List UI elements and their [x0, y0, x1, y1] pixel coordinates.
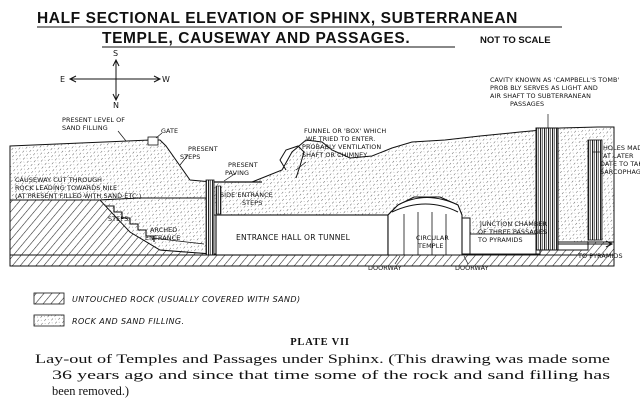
- doorway-2-leader: [463, 255, 469, 265]
- caption-line-3: been removed.): [52, 384, 129, 398]
- label-steps: STEPS: [108, 215, 128, 223]
- leader-lines: [117, 114, 600, 265]
- compass-east-label: E: [60, 75, 65, 84]
- legend-label-rock: UNTOUCHED ROCK (USUALLY COVERED WITH SAN…: [72, 295, 301, 304]
- circular-temple: [387, 197, 463, 256]
- campbells-tomb-shaft: [535, 127, 559, 251]
- not-to-scale-note: NOT TO SCALE: [480, 35, 551, 46]
- funnel-leader: [295, 161, 307, 171]
- label-doorway-1: DOORWAY: [368, 264, 402, 272]
- caption-line-1: Lay-out of Temples and Passages under Sp…: [35, 352, 611, 366]
- gate-structure: [147, 136, 159, 146]
- arched-entrance-leader: [151, 237, 205, 245]
- sarcophagi-holes: [587, 139, 603, 241]
- compass-west-label: W: [162, 75, 170, 84]
- compass-west-arrowhead: [68, 75, 77, 83]
- compass-south-arrowhead: [112, 93, 120, 102]
- sand-level-leader: [117, 130, 127, 142]
- compass-north-arrowhead: [112, 58, 120, 67]
- plate-number: PLATE VII: [290, 337, 350, 348]
- present-steps-leader: [179, 154, 189, 166]
- label-doorway-2: DOORWAY: [455, 264, 489, 272]
- arched-entrance-wall: [205, 179, 215, 256]
- title-line-2: TEMPLE, CAUSEWAY AND PASSAGES.: [102, 30, 410, 47]
- label-to-pyramids: TO PYRAMIDS: [577, 252, 623, 260]
- doorway-1-leader: [394, 255, 401, 265]
- compass-south-label: S: [113, 49, 118, 58]
- side-entrance-steps-wall: [215, 185, 222, 215]
- label-cavity: CAVITY KNOWN AS 'CAMPBELL'S TOMB'PROB BL…: [490, 76, 619, 108]
- gate-leader: [155, 132, 163, 139]
- legend-label-sand: ROCK AND SAND FILLING.: [72, 317, 184, 326]
- caption-line-2: 36 years ago and since that time some of…: [52, 368, 610, 382]
- legend: UNTOUCHED ROCK (USUALLY COVERED WITH SAN…: [33, 292, 301, 327]
- causeway-steps: [106, 205, 155, 242]
- legend-swatch-rock: [33, 292, 65, 305]
- compass-north-label: N: [113, 101, 119, 110]
- legend-swatch-sand: [33, 314, 65, 327]
- compass-rose: S N E W: [60, 49, 170, 110]
- to-pyramids-arrowhead: [605, 240, 614, 248]
- compass-east-arrowhead: [153, 75, 162, 83]
- caption: Lay-out of Temples and Passages under Sp…: [35, 352, 611, 398]
- temple-dome-line: [391, 203, 459, 213]
- label-entrance-hall: ENTRANCE HALL OR TUNNEL: [236, 233, 351, 242]
- diagram-title: HALF SECTIONAL ELEVATION OF SPHINX, SUBT…: [37, 10, 562, 48]
- label-gate: GATE: [161, 127, 178, 135]
- title-line-1: HALF SECTIONAL ELEVATION OF SPHINX, SUBT…: [37, 10, 518, 27]
- section-drawing: [9, 126, 615, 267]
- present-paving-leader: [223, 172, 237, 182]
- entrance-hall-tunnel: [215, 214, 389, 256]
- funnel-box-chimney: [279, 145, 305, 179]
